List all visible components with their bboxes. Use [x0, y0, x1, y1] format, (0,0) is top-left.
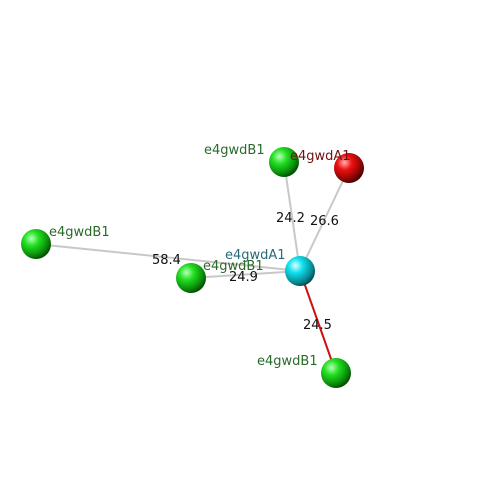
atom-red[interactable] — [334, 153, 364, 183]
atom-label-top: e4gwdB1 — [204, 143, 265, 158]
bonds — [35, 161, 350, 374]
distance-label-red: 26.6 — [310, 214, 339, 229]
bond-center-bottom — [299, 270, 337, 374]
atom-left[interactable] — [21, 229, 51, 259]
distance-label-mid: 24.9 — [229, 270, 258, 285]
atom-labels: e4gwdB1 e4gwdB1 e4gwdA1 e4gwdB1 e4gwdB1 … — [49, 143, 351, 369]
atoms[interactable] — [21, 147, 364, 388]
atom-bottom[interactable] — [321, 358, 351, 388]
atom-center[interactable] — [285, 256, 315, 286]
distance-label-left: 58.4 — [152, 253, 181, 268]
distance-label-bottom: 24.5 — [303, 318, 332, 333]
atom-label-red: e4gwdA1 — [290, 149, 351, 164]
bond-center-mid — [190, 270, 301, 279]
atom-label-left: e4gwdB1 — [49, 225, 110, 240]
atom-label-mid: e4gwdB1 — [203, 259, 264, 274]
bond-center-left — [35, 243, 301, 272]
bond-center-red — [299, 167, 350, 272]
distance-labels: 24.2 26.6 58.4 24.9 24.5 — [152, 211, 339, 333]
atom-top[interactable] — [269, 147, 299, 177]
distance-label-top: 24.2 — [276, 211, 305, 226]
atom-label-bottom: e4gwdB1 — [257, 354, 318, 369]
bond-center-top — [283, 161, 301, 272]
atom-label-center: e4gwdA1 — [225, 248, 286, 263]
atom-mid[interactable] — [176, 263, 206, 293]
